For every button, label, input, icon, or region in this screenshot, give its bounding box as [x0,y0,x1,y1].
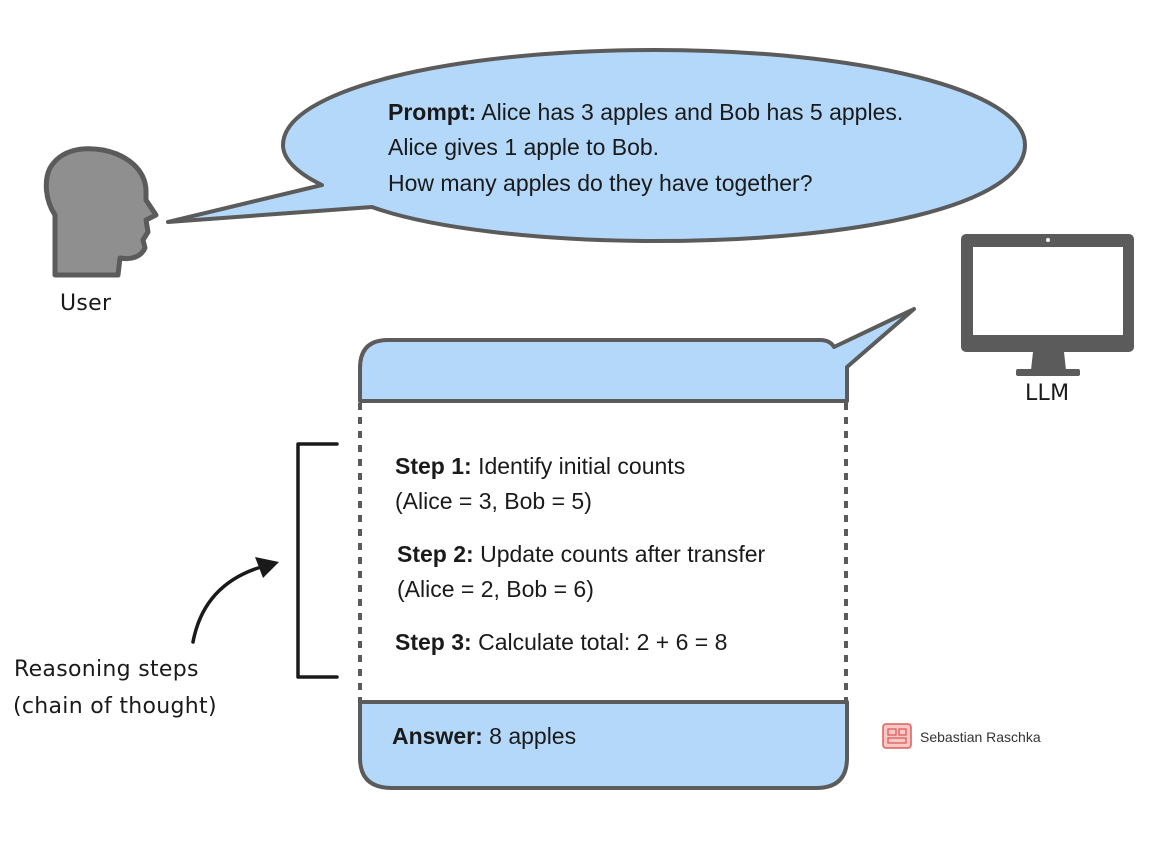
monitor-icon [961,234,1134,376]
step-2-text: Update counts after transfer [480,541,766,567]
answer-label: Answer: [392,723,483,749]
response-header [358,307,916,403]
step-2-detail: (Alice = 2, Bob = 6) [397,576,594,602]
answer-area [358,700,849,790]
author-logo-icon [882,723,912,749]
annotation-line-2: (chain of thought) [13,694,217,719]
curved-arrow [191,557,279,644]
annotation-line-1: Reasoning steps [14,657,199,682]
step-3: Step 3: Calculate total: 2 + 6 = 8 [395,624,727,660]
step-3-label: Step 3: [395,629,472,655]
user-head-icon [43,146,159,278]
user-label: User [60,291,112,316]
step-2: Step 2: Update counts after transfer [397,536,765,572]
prompt-label: Prompt: [388,99,477,125]
prompt-text-1: Alice has 3 apples and Bob has 5 apples. [481,99,904,125]
prompt-bubble-shape [166,48,1027,243]
arrow-head [255,557,279,578]
prompt-line-3: How many apples do they have together? [388,170,813,196]
step-1-detail: (Alice = 3, Bob = 5) [395,488,592,514]
step-1-text: Identify initial counts [478,453,686,479]
prompt-line-1: Prompt: Alice has 3 apples and Bob has 5… [388,94,903,130]
prompt-line-2: Alice gives 1 apple to Bob. [388,134,660,160]
step-1-label: Step 1: [395,453,472,479]
reasoning-bracket [296,442,339,679]
response-panel [358,307,916,790]
answer: Answer: 8 apples [392,718,576,754]
step-2-label: Step 2: [397,541,474,567]
credit-name: Sebastian Raschka [920,729,1041,745]
step-1: Step 1: Identify initial counts [395,448,685,484]
step-3-text: Calculate total: 2 + 6 = 8 [478,629,728,655]
prompt-bubble [166,48,1027,243]
answer-text: 8 apples [489,723,577,749]
llm-label: LLM [1025,381,1070,406]
